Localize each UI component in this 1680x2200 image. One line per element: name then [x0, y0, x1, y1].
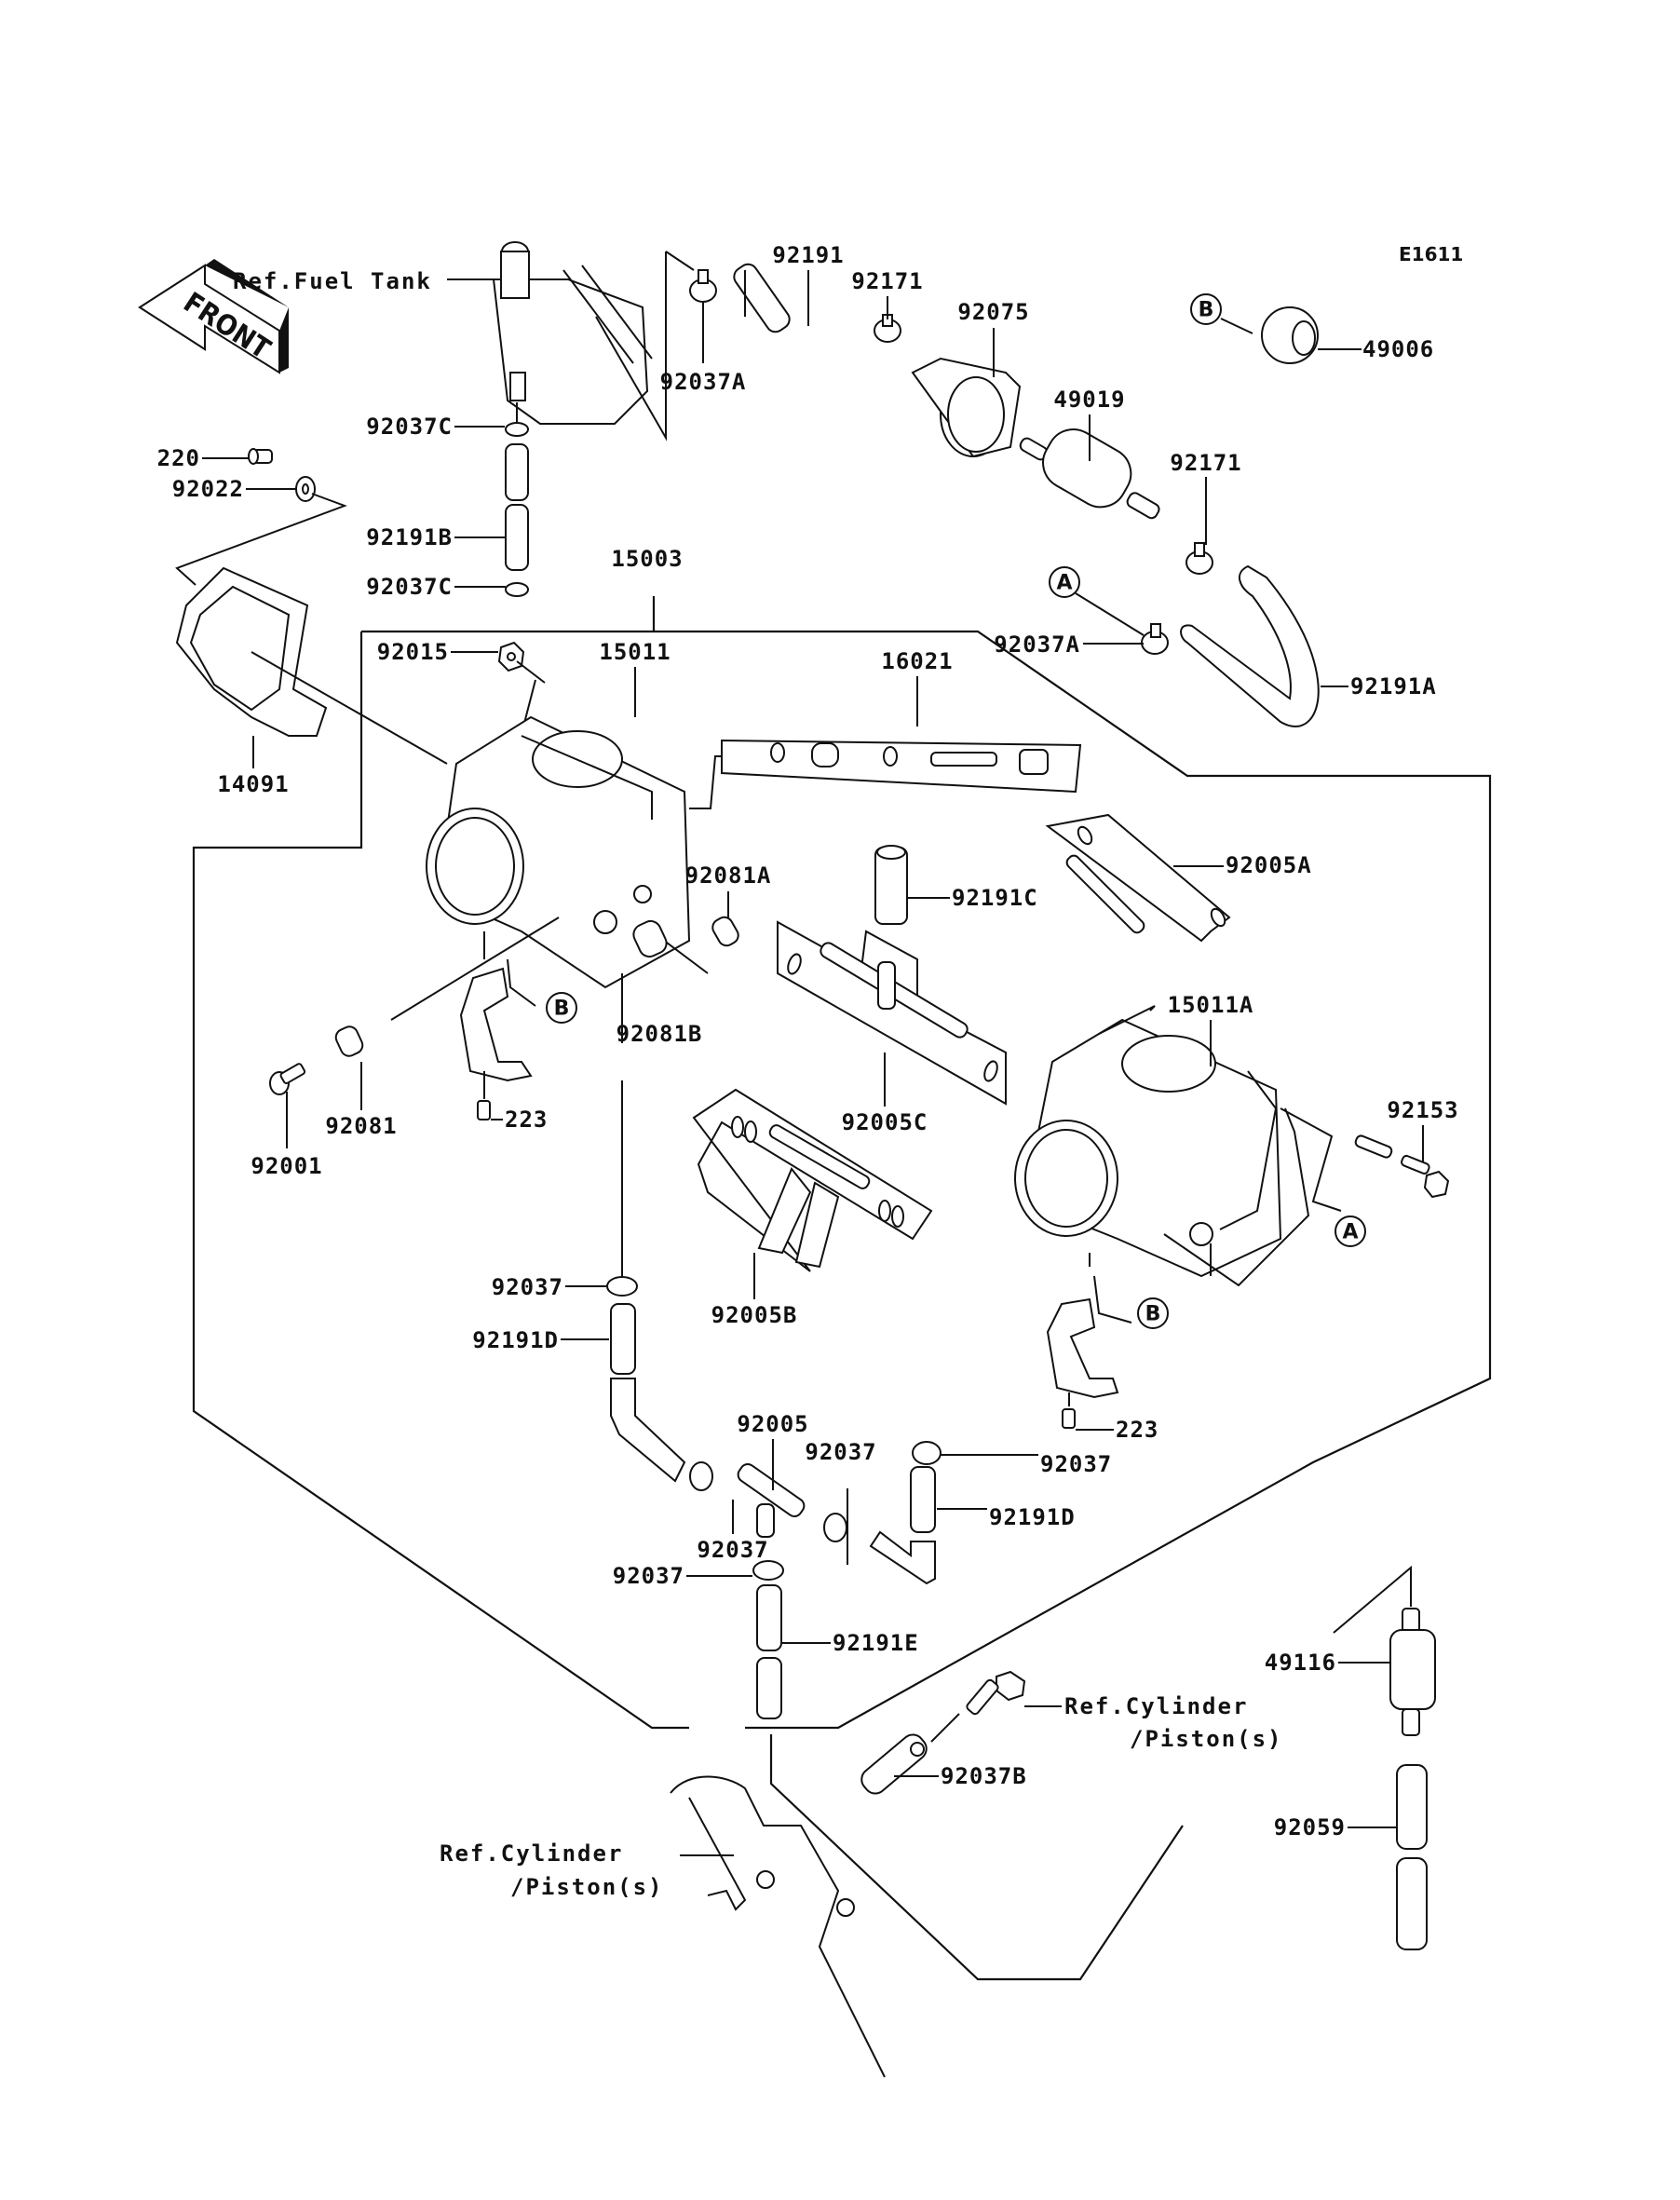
part-label-92191a[interactable]: 92191A [1350, 673, 1437, 699]
hose-92191-illustration [733, 263, 791, 333]
part-label-92005b[interactable]: 92005B [711, 1302, 798, 1328]
part-label-223_right[interactable]: 223 [1116, 1417, 1158, 1443]
svg-text:B: B [554, 998, 570, 1021]
part-label-223_left[interactable]: 223 [505, 1107, 548, 1133]
part-label-92037c_top[interactable]: 92037C [366, 414, 453, 440]
callout-b-right[interactable]: B [1137, 1297, 1169, 1329]
part-label-92005a[interactable]: 92005A [1226, 852, 1312, 878]
part-label-92037_right[interactable]: 92037 [1040, 1451, 1112, 1477]
spring-92081a-illustration [711, 916, 739, 947]
vacuum-hoses-illustration [606, 973, 942, 1719]
part-label-92075[interactable]: 92075 [957, 299, 1029, 325]
svg-text:B: B [1145, 1303, 1161, 1326]
part-label-92005[interactable]: 92005 [737, 1411, 808, 1437]
svg-text:B: B [1199, 299, 1214, 322]
holder-92075-illustration [911, 357, 1022, 458]
part-label-92081[interactable]: 92081 [325, 1113, 397, 1139]
valve-49116-illustration [1333, 1565, 1436, 1736]
frame-bottom-bracket [769, 1734, 1184, 1981]
cover-14091-illustration [175, 566, 448, 765]
ref-cylinder-right-line1: Ref.Cylinder [1064, 1693, 1248, 1719]
callout-a-mid[interactable]: A [1049, 566, 1145, 636]
callout-b-top[interactable]: B [1190, 293, 1253, 334]
part-labels: 92191921719207592037A4901949006921719203… [157, 242, 1458, 1840]
part-label-49006[interactable]: 49006 [1362, 336, 1434, 362]
hose-92059-illustration [1396, 1764, 1428, 1950]
part-label-92037_bottom[interactable]: 92037 [613, 1563, 684, 1589]
part-label-92037b[interactable]: 92037B [941, 1763, 1027, 1789]
assembly-frame [192, 596, 1492, 1981]
frame-15003-outline [192, 596, 1492, 1730]
part-label-92037_mid[interactable]: 92037 [805, 1439, 876, 1465]
fitting-92005c-illustration [777, 920, 1007, 1106]
part-label-92191e[interactable]: 92191E [833, 1630, 919, 1656]
part-label-92191[interactable]: 92191 [772, 242, 844, 268]
part-label-92037a_top[interactable]: 92037A [660, 369, 747, 395]
fitting-92005b-illustration [692, 1088, 933, 1272]
part-label-92153[interactable]: 92153 [1387, 1097, 1458, 1123]
part-label-92005c[interactable]: 92005C [842, 1109, 928, 1135]
part-label-92171_mid[interactable]: 92171 [1170, 450, 1241, 476]
callout-a-right[interactable]: A [1335, 1215, 1366, 1247]
ref-cylinder-left-line2: /Piston(s) [510, 1874, 664, 1900]
fitting-92005a-illustration [1045, 813, 1231, 943]
bolt-92153-illustration [1354, 1134, 1450, 1199]
part-label-92059[interactable]: 92059 [1274, 1814, 1346, 1840]
throttle-body-15011-illustration [390, 715, 709, 1021]
part-label-92191d_left[interactable]: 92191D [472, 1327, 559, 1353]
part-label-16021[interactable]: 16021 [881, 648, 953, 674]
hose-92191b-illustration [505, 402, 529, 597]
pilot-screw-16021-illustration [689, 739, 1082, 809]
part-label-15011[interactable]: 15011 [599, 639, 671, 665]
svg-text:A: A [1342, 1221, 1358, 1244]
damper-49006-illustration [1261, 306, 1319, 364]
part-label-14091[interactable]: 14091 [217, 771, 289, 797]
part-label-92171_top[interactable]: 92171 [851, 268, 923, 294]
banjo-bolt-92037b-illustration [860, 1670, 1026, 1795]
part-label-92191b[interactable]: 92191B [366, 524, 453, 550]
part-label-92015[interactable]: 92015 [377, 639, 449, 665]
bracket-left-illustration [459, 958, 536, 1120]
callout-b-left[interactable]: B [546, 992, 577, 1024]
bracket-right-illustration [1046, 1275, 1132, 1429]
part-label-92081a[interactable]: 92081A [685, 862, 772, 889]
spring-92081-illustration [334, 1025, 364, 1057]
fuel-filter-49019-illustration [1019, 428, 1160, 520]
ref-fuel-tank-label: Ref.Fuel Tank [233, 268, 432, 294]
ref-cylinder-left-line1: Ref.Cylinder [440, 1840, 623, 1867]
part-label-49116[interactable]: 49116 [1265, 1650, 1336, 1676]
svg-text:A: A [1056, 572, 1072, 595]
part-label-92081b[interactable]: 92081B [616, 1021, 703, 1047]
screw-92001-illustration [269, 1063, 306, 1095]
clamp-92171-mid-illustration [1185, 542, 1213, 575]
part-label-92037c_bot[interactable]: 92037C [366, 574, 453, 600]
clamp-92037a-mid-illustration [1141, 623, 1169, 655]
engine-reference-illustration [670, 1775, 886, 2078]
fuel-pump-illustration [447, 241, 695, 441]
part-label-92191c[interactable]: 92191C [952, 885, 1038, 911]
part-label-92037_left[interactable]: 92037 [492, 1274, 563, 1300]
screw-220-illustration [248, 448, 273, 465]
nut-92015-illustration [497, 641, 546, 735]
part-label-15003[interactable]: 15003 [611, 546, 683, 572]
front-arrow-shadow [205, 259, 289, 373]
throttle-body-15011a-illustration [1014, 1005, 1342, 1287]
ref-cylinder-right-line2: /Piston(s) [1130, 1726, 1283, 1752]
clamp-92037a-top-illustration [689, 269, 717, 363]
part-label-220[interactable]: 220 [157, 445, 200, 471]
part-label-15011a[interactable]: 15011A [1168, 992, 1254, 1018]
hose-92191a-illustration [1180, 564, 1320, 727]
part-label-92022[interactable]: 92022 [172, 476, 244, 502]
part-label-92191d_right[interactable]: 92191D [989, 1504, 1076, 1530]
part-label-92037a_mid[interactable]: 92037A [994, 631, 1080, 658]
hose-92191c-illustration [874, 845, 908, 925]
diagram-code: E1611 [1399, 243, 1463, 265]
part-label-92037_low[interactable]: 92037 [697, 1537, 768, 1563]
spring-92081b-illustration [632, 919, 668, 958]
part-label-92001[interactable]: 92001 [251, 1153, 322, 1179]
part-label-49019[interactable]: 49019 [1053, 387, 1125, 413]
